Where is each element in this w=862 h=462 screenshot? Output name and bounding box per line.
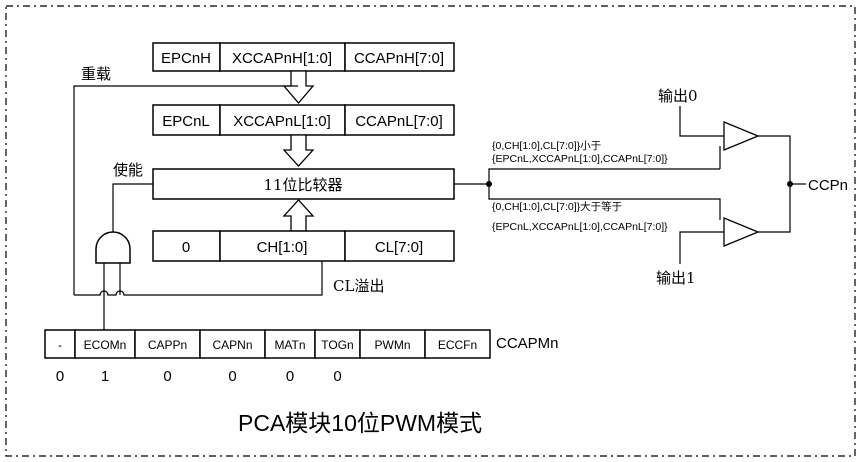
enable-label: 使能 [113,161,143,179]
less-than-label-1: {0,CH[1:0],CL[7:0]}小于 [492,140,601,152]
ccapm-bit-2-box [134,329,201,359]
reg-epcnh-label: EPCnH [161,50,211,67]
ccapm-value-0: 0 [56,368,64,385]
ccapm-value-5: 0 [333,368,341,385]
buffer-0 [723,121,760,151]
register-row-high: EPCnH XCCAPnH[1:0] CCAPnH[7:0] [152,42,455,72]
greater-equal-line [488,184,721,220]
ccapm-bit-4-label: MATn [274,338,305,352]
reg-xccapnl-label: XCCAPnL[1:0] [233,113,331,130]
ccapm-bit-2-label: CAPPn [148,338,187,352]
ccapm-bit-6-box [359,329,426,359]
comparator-label: 11位比较器 [263,176,342,194]
reg-epcnh-box [152,42,221,72]
less-than-label-2: {EPCnL,XCCAPnL[1:0],CCAPnL[7:0]} [492,153,668,165]
ccapm-register: - ECOMn CAPPn CAPNn MATn TOGn PWMn ECCFn… [44,329,559,385]
buffer-1 [723,217,760,247]
ccapm-bit-0-box [44,329,76,359]
counter-cl-label: CL[7:0] [375,239,423,256]
ccapm-value-4: 0 [286,368,294,385]
ccapm-bit-5-label: TOGn [321,338,353,352]
ccapm-bit-0-label: - [58,338,62,352]
enable-line [112,183,153,234]
less-than-line [488,168,720,184]
counter-ch-label: CH[1:0] [257,239,308,256]
and-gate [95,231,131,264]
diagram-title: PCA模块10位PWM模式 [238,410,482,436]
ccapm-bit-3-box [199,329,266,359]
counter-zero-label: 0 [182,239,190,256]
register-row-low: EPCnL XCCAPnL[1:0] CCAPnL[7:0] [152,104,455,136]
ccapm-value-1: 1 [101,368,109,385]
ccapm-bit-7-box [424,329,491,359]
hollow-arrow-counter-to-comparator [282,199,315,232]
ccapm-value-2: 0 [163,368,171,385]
reg-ccapnh-box [344,42,455,72]
reg-ccapnh-label: CCAPnH[7:0] [354,50,444,67]
register-row-counter: 0 CH[1:0] CL[7:0] [152,230,455,262]
outer-dashed-border [5,5,856,457]
counter-zero-box [152,230,221,262]
reload-label: 重载 [81,65,111,83]
reg-epcnl-box [152,104,221,136]
ge-label-2: {EPCnL,XCCAPnL[1:0],CCAPnL[7:0]} [492,221,668,233]
output1-label: 输出1 [656,269,696,287]
hollow-arrow-low-to-comparator [282,134,315,167]
cl-overflow-label: CL溢出 [333,277,384,295]
output0-label: 输出0 [658,87,698,105]
counter-cl-box [344,230,455,262]
ccapm-value-3: 0 [228,368,236,385]
reg-epcnl-label: EPCnL [162,113,210,130]
reload-line [73,85,298,295]
reg-ccapnl-box [344,104,455,136]
ccapm-bit-6-label: PWMn [375,338,411,352]
cl-overflow-line [74,261,323,296]
hollow-arrow-high-to-low [282,70,315,105]
output-line-0 [679,106,724,137]
ge-label-1: {0,CH[1:0],CL[7:0]}大于等于 [492,200,622,213]
ccapm-bit-1-label: ECOMn [84,338,127,352]
ccapm-bit-4-box [264,329,316,359]
ccapm-bit-5-box [314,329,361,359]
ccapm-bit-7-label: ECCFn [438,338,477,352]
reg-xccapnh-label: XCCAPnH[1:0] [232,50,332,67]
output-line-1 [679,231,724,264]
reg-ccapnl-label: CCAPnL[7:0] [355,113,443,130]
ccp-label: CCPn [808,177,848,194]
ccapm-bit-3-label: CAPNn [212,338,252,352]
buffer-merge-line [758,135,791,233]
ccapm-register-name: CCAPMn [496,335,559,352]
